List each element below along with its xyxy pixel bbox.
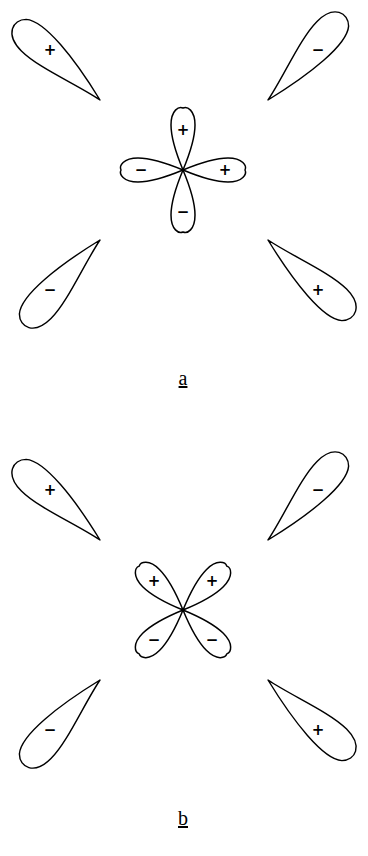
panel-letter: b <box>178 808 188 828</box>
phase-sign: + <box>148 574 161 589</box>
phase-sign: + <box>206 574 219 589</box>
phase-sign: − <box>312 483 325 498</box>
phase-sign: − <box>148 633 161 648</box>
phase-sign: + <box>44 43 57 58</box>
panel-letter: a <box>179 368 188 388</box>
phase-sign: + <box>219 163 232 178</box>
phase-sign: + <box>312 283 325 298</box>
phase-sign: − <box>44 723 57 738</box>
phase-sign: − <box>44 283 57 298</box>
phase-sign: + <box>312 723 325 738</box>
phase-sign: + <box>44 483 57 498</box>
phase-sign: − <box>177 205 190 220</box>
phase-sign: − <box>206 633 219 648</box>
phase-sign: − <box>312 43 325 58</box>
phase-sign: + <box>177 123 190 138</box>
phase-sign: − <box>135 163 148 178</box>
